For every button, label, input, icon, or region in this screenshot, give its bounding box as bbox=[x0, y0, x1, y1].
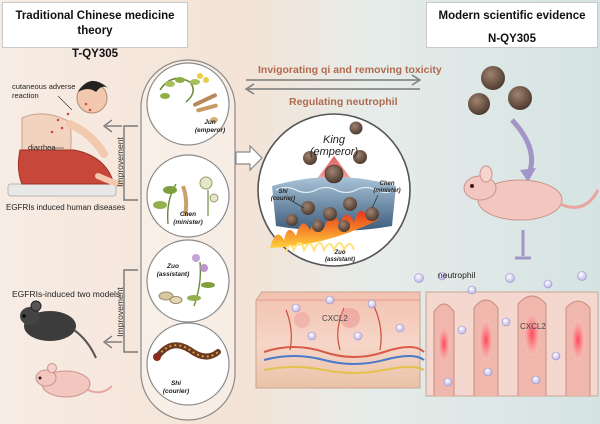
center-chen-role: (minister) bbox=[373, 188, 401, 194]
center-shi-role: (courier) bbox=[270, 196, 296, 202]
mouse-black bbox=[20, 300, 97, 359]
herb-zuo-label: Zuo (assistant) bbox=[154, 263, 192, 278]
king-role: (emperor) bbox=[309, 146, 359, 158]
center-shi-name: Shi bbox=[278, 189, 288, 195]
herb-zuo-illustration bbox=[146, 239, 230, 323]
modern-formula-name: N-QY305 bbox=[488, 33, 536, 45]
improvement-bracket-top bbox=[123, 125, 138, 201]
herb-jun-name: Jun bbox=[204, 119, 216, 126]
herb-chen-label: Chen (minister) bbox=[168, 211, 208, 226]
to-center-arrow bbox=[235, 144, 263, 172]
center-chen-name: Chen bbox=[379, 181, 395, 187]
modern-evidence-box: Modern scientific evidence N-QY305 bbox=[426, 2, 598, 48]
herb-chen-name: Chen bbox=[179, 211, 197, 218]
improvement-bracket-bottom bbox=[123, 269, 138, 353]
center-zuo-name: Zuo bbox=[334, 250, 346, 256]
herb-shi-role: (courier) bbox=[162, 387, 190, 395]
label-diarrhea: diarrhea bbox=[28, 143, 56, 152]
neutrophil-cells bbox=[291, 271, 587, 387]
tcm-formula-name: T-QY305 bbox=[71, 48, 119, 60]
herb-jun-role: (emperor) bbox=[194, 126, 226, 134]
intestine-section bbox=[425, 291, 599, 397]
herb-chen-illustration bbox=[146, 154, 230, 238]
center-shi-label: Shi (courier) bbox=[266, 189, 300, 203]
tcm-theory-box: Traditional Chinese medicine theory T-QY… bbox=[2, 2, 188, 60]
center-vessel-illustration bbox=[254, 113, 411, 267]
herb-zuo-role: (assistant) bbox=[156, 270, 190, 278]
improvement-label-top: Improvement bbox=[115, 137, 125, 187]
herb-zuo-name: Zuo bbox=[167, 263, 179, 270]
center-zuo-label: Zuo (assistant) bbox=[320, 250, 360, 264]
improvement-label-bottom: Improvement bbox=[115, 287, 125, 337]
king-label: King (emperor) bbox=[300, 134, 368, 158]
skin-section bbox=[255, 291, 425, 389]
cxcl2-skin-label: CXCL2 bbox=[322, 314, 348, 323]
tcm-theory-title: Traditional Chinese medicine theory bbox=[15, 10, 175, 37]
caption-human-diseases: EGFRIs induced human diseases bbox=[6, 203, 126, 212]
patient-illustration bbox=[7, 80, 123, 197]
herb-jun-illustration bbox=[146, 62, 230, 146]
herb-chen-role: (minister) bbox=[173, 218, 203, 226]
pill-to-mouse-arrow bbox=[510, 118, 535, 178]
label-cutaneous-reaction: cutaneous adverse reaction bbox=[12, 82, 76, 100]
arrow-label-top: Invigorating qi and removing toxicity bbox=[258, 64, 442, 76]
pill-cluster bbox=[468, 66, 532, 115]
cxcl2-gut-label: CXCL2 bbox=[520, 322, 546, 331]
neutrophil-label: neutrophil bbox=[438, 270, 476, 280]
caption-two-models: EGFRIs-induced two models bbox=[12, 289, 121, 299]
modern-evidence-title: Modern scientific evidence bbox=[438, 10, 586, 22]
king-name: King bbox=[322, 134, 346, 146]
herb-shi-illustration bbox=[146, 322, 230, 406]
nude-mouse-right bbox=[463, 165, 600, 221]
herb-jun-label: Jun (emperor) bbox=[192, 119, 228, 134]
herb-shi-label: Shi (courier) bbox=[158, 380, 194, 395]
center-chen-label: Chen (minister) bbox=[368, 181, 406, 195]
mouse-nude-left bbox=[35, 363, 113, 398]
herb-shi-name: Shi bbox=[170, 380, 182, 387]
arrow-label-bottom: Regulating neutrophil bbox=[289, 96, 398, 108]
center-zuo-role: (assistant) bbox=[324, 257, 355, 263]
